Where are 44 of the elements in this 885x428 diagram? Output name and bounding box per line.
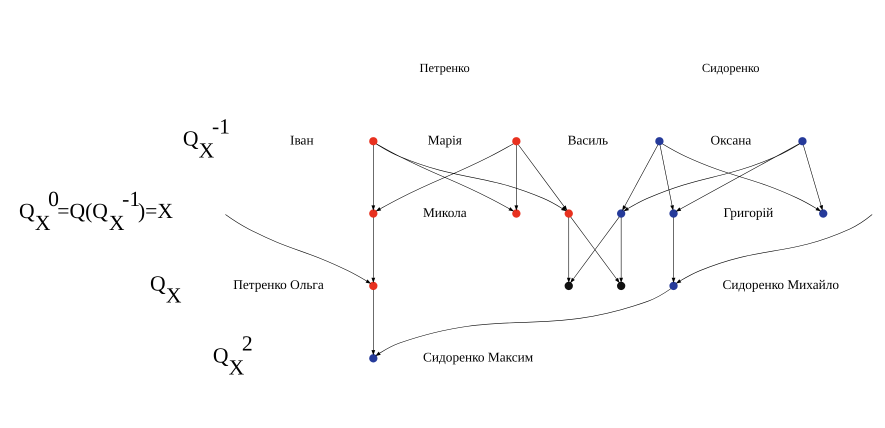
node-circle xyxy=(564,209,573,218)
arrow xyxy=(371,217,376,284)
arrow xyxy=(662,144,822,212)
node-circle xyxy=(669,282,678,290)
arrow xyxy=(371,290,376,356)
node-circle xyxy=(655,137,664,146)
node-label: Оксана xyxy=(710,132,752,148)
arrow xyxy=(676,214,872,284)
arrow xyxy=(566,217,571,284)
node-circle xyxy=(669,209,678,218)
node-circle xyxy=(369,137,378,146)
node-label: Іван xyxy=(290,132,314,148)
node-label: Марія xyxy=(428,132,462,148)
arrow xyxy=(371,144,376,211)
node-circle xyxy=(617,209,626,218)
node-label: Сидоренко Максим xyxy=(423,349,534,364)
node-label: Петренко Ольга xyxy=(233,277,324,292)
arrow xyxy=(619,217,624,284)
arrow xyxy=(514,144,518,211)
arrow xyxy=(622,144,658,211)
arrow xyxy=(672,217,676,284)
arrow xyxy=(225,214,372,284)
label: Петренко xyxy=(419,61,470,76)
node-circle xyxy=(512,209,521,218)
arrow xyxy=(623,144,800,212)
arrow xyxy=(376,144,567,212)
arrow xyxy=(803,144,823,211)
arrow xyxy=(518,144,568,211)
label: Сидоренко xyxy=(702,61,760,76)
node-circle xyxy=(512,137,521,146)
arrow xyxy=(676,143,800,212)
node-label: Григорій xyxy=(723,204,774,220)
node-circle xyxy=(798,137,807,146)
node-circle xyxy=(369,354,378,362)
node-label: Микола xyxy=(422,204,467,220)
node-label: Сидоренко Михайло xyxy=(722,277,840,292)
node-circle xyxy=(564,282,573,290)
arrow xyxy=(660,144,674,211)
arrow xyxy=(375,288,671,356)
node-circle xyxy=(369,282,378,290)
node-circle xyxy=(369,209,378,218)
node-label: Василь xyxy=(568,132,608,148)
node-circle xyxy=(819,209,828,218)
node-circle xyxy=(617,282,626,290)
